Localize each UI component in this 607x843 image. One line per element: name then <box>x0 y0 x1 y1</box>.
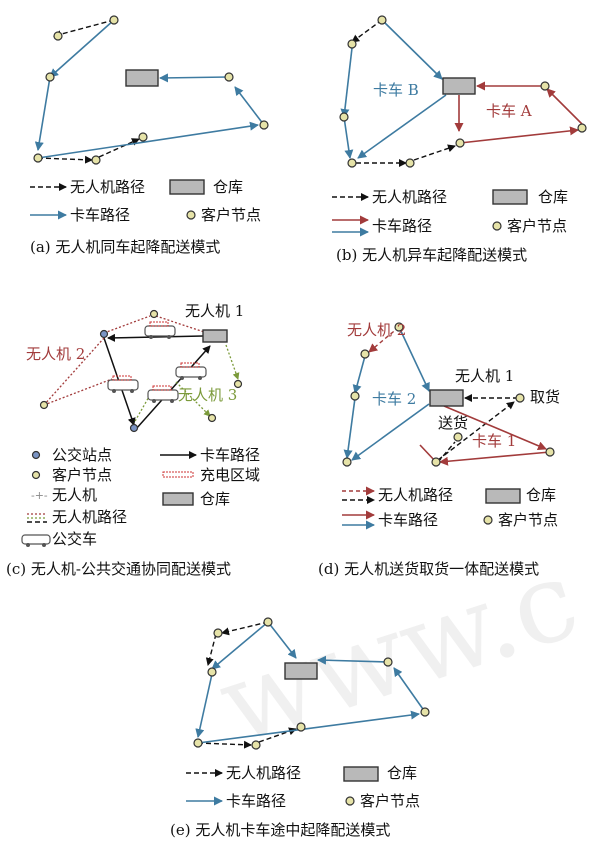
legend-depot-label: 仓库 <box>200 490 230 508</box>
label-truck-a: 卡车 A <box>486 102 532 120</box>
legend-depot-label: 仓库 <box>213 178 243 196</box>
legend-depot-label: 仓库 <box>538 188 568 206</box>
caption-a: (a) 无人机同车起降配送模式 <box>30 238 220 256</box>
label-drone-1: 无人机 1 <box>455 367 514 385</box>
legend-customer-icon <box>186 210 196 220</box>
legend-truck-label: 卡车路径 <box>372 217 432 235</box>
label-drone-1: 无人机 1 <box>185 302 244 320</box>
legend-depot-label: 仓库 <box>387 764 417 782</box>
caption-e: (e) 无人机卡车途中起降配送模式 <box>170 821 390 839</box>
legend-truck-label: 卡车路径 <box>226 792 286 810</box>
label-pickup: 取货 <box>530 388 560 406</box>
legend-drone-label: 无人机路径 <box>372 188 447 206</box>
legend-customer-label: 客户节点 <box>360 792 420 810</box>
bus-icon <box>147 385 179 403</box>
legend-charge-label: 充电区域 <box>200 466 260 484</box>
legend-truck-label: 卡车路径 <box>378 511 438 529</box>
panel-a: 无人机路径 仓库 卡车路径 客户节点 (a) 无人机同车起降配送模式 <box>30 15 269 256</box>
legend-customer-label: 客户节点 <box>507 217 567 235</box>
legend-bus-label: 公交车 <box>52 530 97 548</box>
label-drone-3: 无人机 3 <box>178 386 237 404</box>
legend-drone-label: 无人机路径 <box>226 764 301 782</box>
legend-bus-icon <box>21 534 51 547</box>
label-drone-2: 无人机 2 <box>26 345 85 363</box>
label-drone-2: 无人机 2 <box>347 321 406 339</box>
legend-customer-label: 客户节点 <box>52 466 112 484</box>
depot-icon <box>125 69 159 87</box>
legend-drone-label: 无人机路径 <box>378 486 453 504</box>
label-truck-1: 卡车 1 <box>472 432 516 450</box>
panel-d: 无人机 2 无人机 1 卡车 2 卡车 1 取货 送货 无人机路径 仓库 卡车路… <box>318 321 560 578</box>
legend-truck-label: 卡车路径 <box>70 206 130 224</box>
label-truck-2: 卡车 2 <box>372 390 416 408</box>
legend-depot-icon <box>169 179 205 195</box>
legend-customer-label: 客户节点 <box>201 206 261 224</box>
caption-c: (c) 无人机-公共交通协同配送模式 <box>6 560 231 578</box>
label-truck-b: 卡车 B <box>373 81 419 99</box>
caption-b: (b) 无人机异车起降配送模式 <box>336 246 527 264</box>
bus-icon <box>175 362 207 380</box>
bus-icon <box>107 375 139 393</box>
panel-c: 无人机 1 无人机 2 无人机 3 公交站点 客户节点 -+- 无人机 无人机路… <box>6 302 260 578</box>
label-deliver: 送货 <box>438 414 468 432</box>
legend-bus-stop-label: 公交站点 <box>52 446 112 464</box>
panel-b: 卡车 B 卡车 A 无人机路径 仓库 卡车路径 客户节点 (b) 无人机异车起降… <box>332 15 587 264</box>
legend-truck-label: 卡车路径 <box>200 446 260 464</box>
drone-icon: -+- <box>31 489 48 502</box>
legend-drone-label: 无人机路径 <box>70 178 145 196</box>
legend-depot-label: 仓库 <box>526 486 556 504</box>
panel-e: 无人机路径 仓库 卡车路径 客户节点 (e) 无人机卡车途中起降配送模式 <box>170 617 430 839</box>
bus-icon <box>144 321 176 339</box>
legend-drone-path-label: 无人机路径 <box>52 508 127 526</box>
legend-customer-label: 客户节点 <box>498 511 558 529</box>
legend-drone-label: 无人机 <box>52 486 97 504</box>
caption-d: (d) 无人机送货取货一体配送模式 <box>318 560 539 578</box>
